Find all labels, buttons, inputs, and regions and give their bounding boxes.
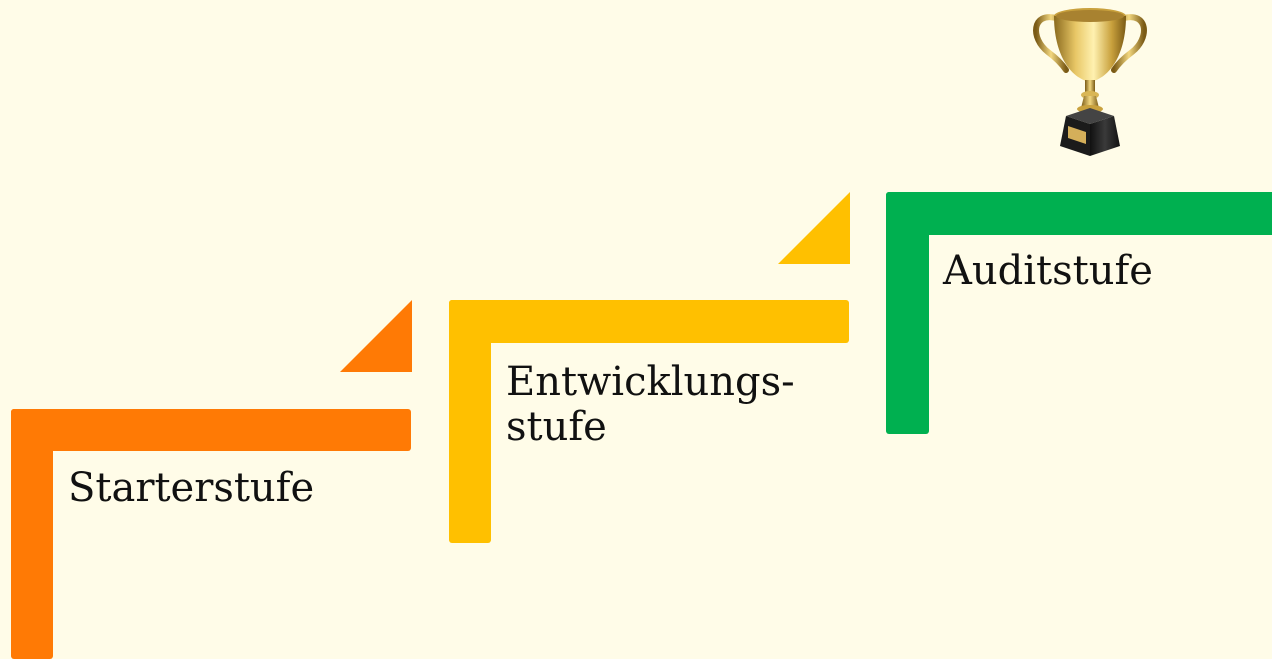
step-starter-top-bar <box>11 409 411 451</box>
step-starter-arrow-corner <box>340 300 412 373</box>
trophy-icon <box>1026 4 1154 162</box>
step-development-top-bar <box>449 300 849 343</box>
step-development-label: Entwicklungs- stufe <box>506 360 795 450</box>
step-audit-top-bar <box>886 192 1272 235</box>
step-development-side-bar <box>449 300 491 543</box>
step-development-arrow-corner <box>778 192 850 265</box>
step-audit-side-bar <box>886 192 929 434</box>
step-development-label-line2: stufe <box>506 405 795 450</box>
step-development-label-line1: Entwicklungs- <box>506 360 795 405</box>
step-starter-label: Starterstufe <box>68 466 314 511</box>
step-audit-label: Auditstufe <box>943 249 1153 294</box>
step-starter-side-bar <box>11 409 53 659</box>
